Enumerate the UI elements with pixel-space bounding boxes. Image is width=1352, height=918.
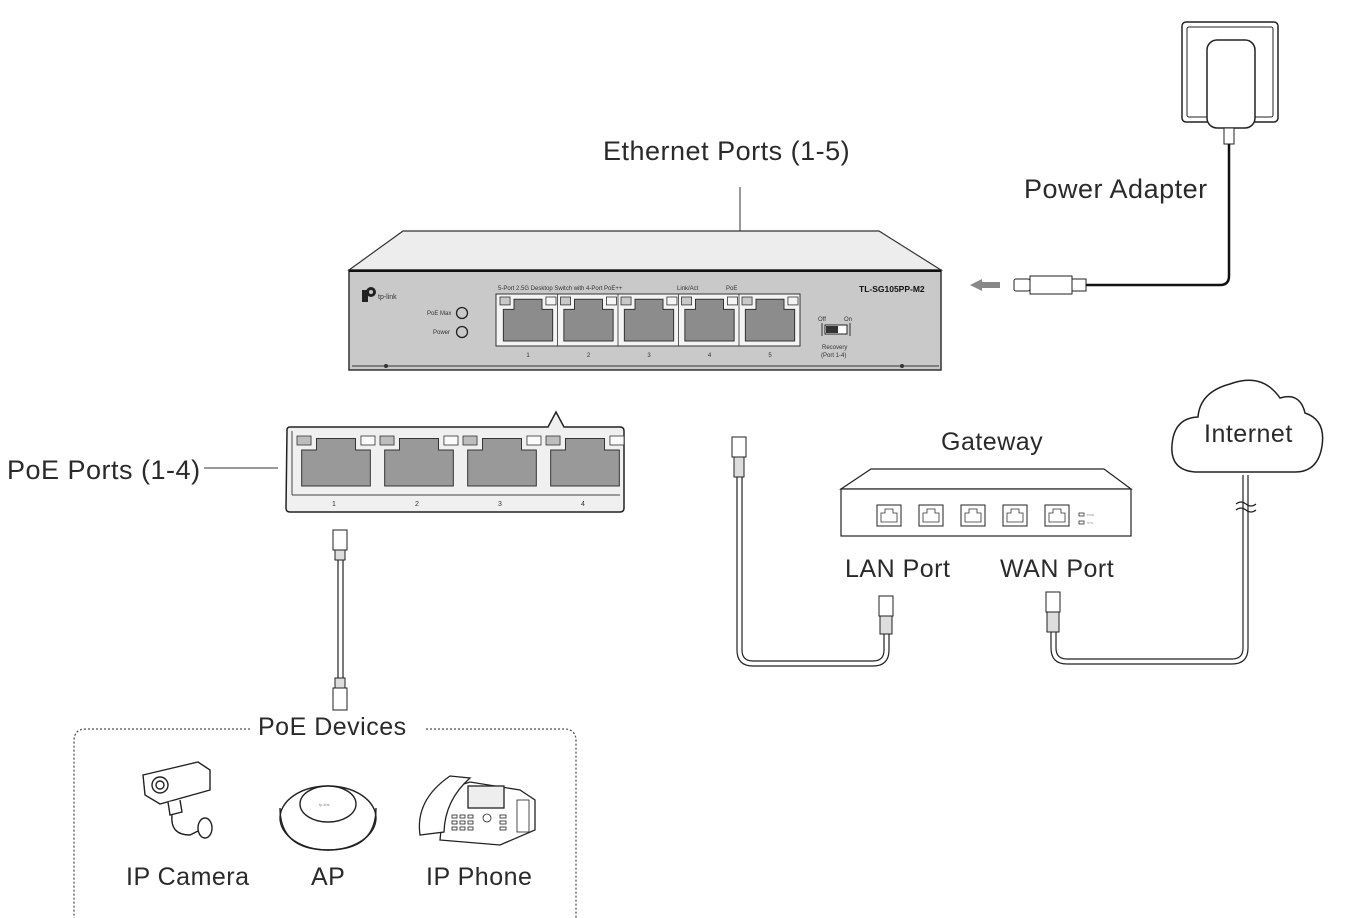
link-led: [462, 435, 478, 446]
recovery-on-label: On: [844, 317, 852, 323]
poe-led: [666, 296, 678, 306]
switch-port-number: 3: [647, 353, 651, 359]
gateway-ports: [876, 504, 1070, 527]
switch: tp-link PoE Max Power 5-Port 2.5G Deskto…: [347, 230, 944, 371]
switch-port-number: 4: [708, 353, 712, 359]
lan-cable: [731, 436, 894, 667]
poe-port-number: 3: [498, 501, 502, 508]
ethernet-ports-label: Ethernet Ports (1-5): [603, 136, 851, 166]
poe-devices-box: [73, 728, 577, 918]
switch-port-1[interactable]: [499, 296, 557, 342]
wan-port-label: WAN Port: [1000, 555, 1115, 583]
poe-max-led: [455, 306, 469, 320]
gateway-port-3[interactable]: [960, 504, 986, 527]
link-led: [379, 435, 395, 446]
poe-led: [606, 296, 617, 306]
tp-link-logo: tp-link: [362, 287, 397, 302]
poe-ports: 1 2 3 4: [296, 435, 625, 508]
link-led: [296, 435, 312, 446]
poe-led: [360, 435, 376, 446]
poe-port-4[interactable]: [545, 435, 625, 487]
poe-port-number: 2: [415, 501, 419, 508]
gateway-port-4[interactable]: [1002, 504, 1028, 527]
link-led: [620, 296, 632, 306]
svg-text:SYS: SYS: [1087, 521, 1093, 525]
switch-description: 5-Port 2.5G Desktop Switch with 4-Port P…: [498, 286, 623, 292]
poe-led: [545, 296, 557, 306]
power-arrow-icon: [970, 279, 1000, 291]
poe-port-number: 4: [581, 501, 585, 508]
brand-text: tp-link: [378, 294, 397, 301]
poe-port-1[interactable]: [296, 435, 376, 487]
gateway: PWR SYS: [839, 468, 1133, 537]
switch-port-number: 2: [587, 353, 591, 359]
internet-label: Internet: [1204, 420, 1293, 448]
switch-ports: 1 2 3 4 5: [499, 294, 799, 359]
access-point-icon: tp-link: [279, 785, 377, 851]
poe-ports-label: PoE Ports (1-4): [7, 455, 201, 485]
switch-port-number: 5: [768, 353, 772, 359]
switch-port-4[interactable]: [681, 296, 738, 342]
switch-port-5[interactable]: [741, 296, 799, 342]
poe-led: [609, 435, 625, 446]
power-adapter-label: Power Adapter: [1024, 174, 1208, 204]
gateway-led-pwr: [1078, 512, 1085, 517]
poe-ports-callout: 1 2 3 4: [204, 410, 625, 513]
lan-port-label: LAN Port: [845, 555, 951, 583]
wan-cable: [1045, 475, 1257, 665]
poe-port-number: 1: [332, 501, 336, 508]
link-led: [545, 435, 561, 446]
device-label-ap: AP: [311, 863, 346, 891]
model-text: TL-SG105PP-M2: [859, 284, 925, 294]
ip-phone-icon: [418, 775, 536, 846]
svg-text:PWR: PWR: [1087, 513, 1095, 517]
recovery-toggle[interactable]: [821, 323, 851, 336]
link-act-label: Link/Act: [677, 286, 699, 292]
link-led: [560, 296, 571, 306]
poe-led: [727, 296, 738, 306]
poe-cable: [332, 529, 348, 711]
gateway-label: Gateway: [941, 428, 1044, 456]
poe-port-2[interactable]: [379, 435, 459, 487]
switch-port-2[interactable]: [560, 296, 617, 342]
gateway-port-1[interactable]: [876, 504, 902, 527]
link-led: [499, 296, 511, 306]
poe-led: [787, 296, 799, 306]
link-led: [741, 296, 753, 306]
device-label-ip-camera: IP Camera: [126, 863, 250, 891]
poe-devices-label: PoE Devices: [258, 713, 407, 741]
gateway-port-5[interactable]: [1044, 504, 1070, 527]
power-label: Power: [433, 330, 450, 336]
poe-led-label: PoE: [726, 286, 737, 292]
switch-top: [347, 230, 944, 271]
link-led: [681, 296, 692, 306]
internet-cloud-icon: [1171, 379, 1324, 473]
switch-port-3[interactable]: [620, 296, 678, 342]
recovery-off-label: Off: [818, 317, 826, 323]
device-label-ip-phone: IP Phone: [426, 863, 533, 891]
poe-led: [443, 435, 459, 446]
svg-text:tp-link: tp-link: [319, 802, 330, 807]
gateway-port-2[interactable]: [918, 504, 944, 527]
power-led: [455, 325, 469, 339]
switch-port-number: 1: [526, 353, 530, 359]
recovery-ports-label: (Port 1-4): [821, 353, 846, 359]
poe-led: [526, 435, 542, 446]
power-adapter: [970, 21, 1279, 295]
gateway-led-sys: [1078, 520, 1085, 525]
recovery-label: Recovery: [822, 345, 847, 351]
ip-camera-icon: [142, 761, 213, 839]
poe-max-label: PoE Max: [427, 311, 451, 317]
poe-port-3[interactable]: [462, 435, 542, 487]
